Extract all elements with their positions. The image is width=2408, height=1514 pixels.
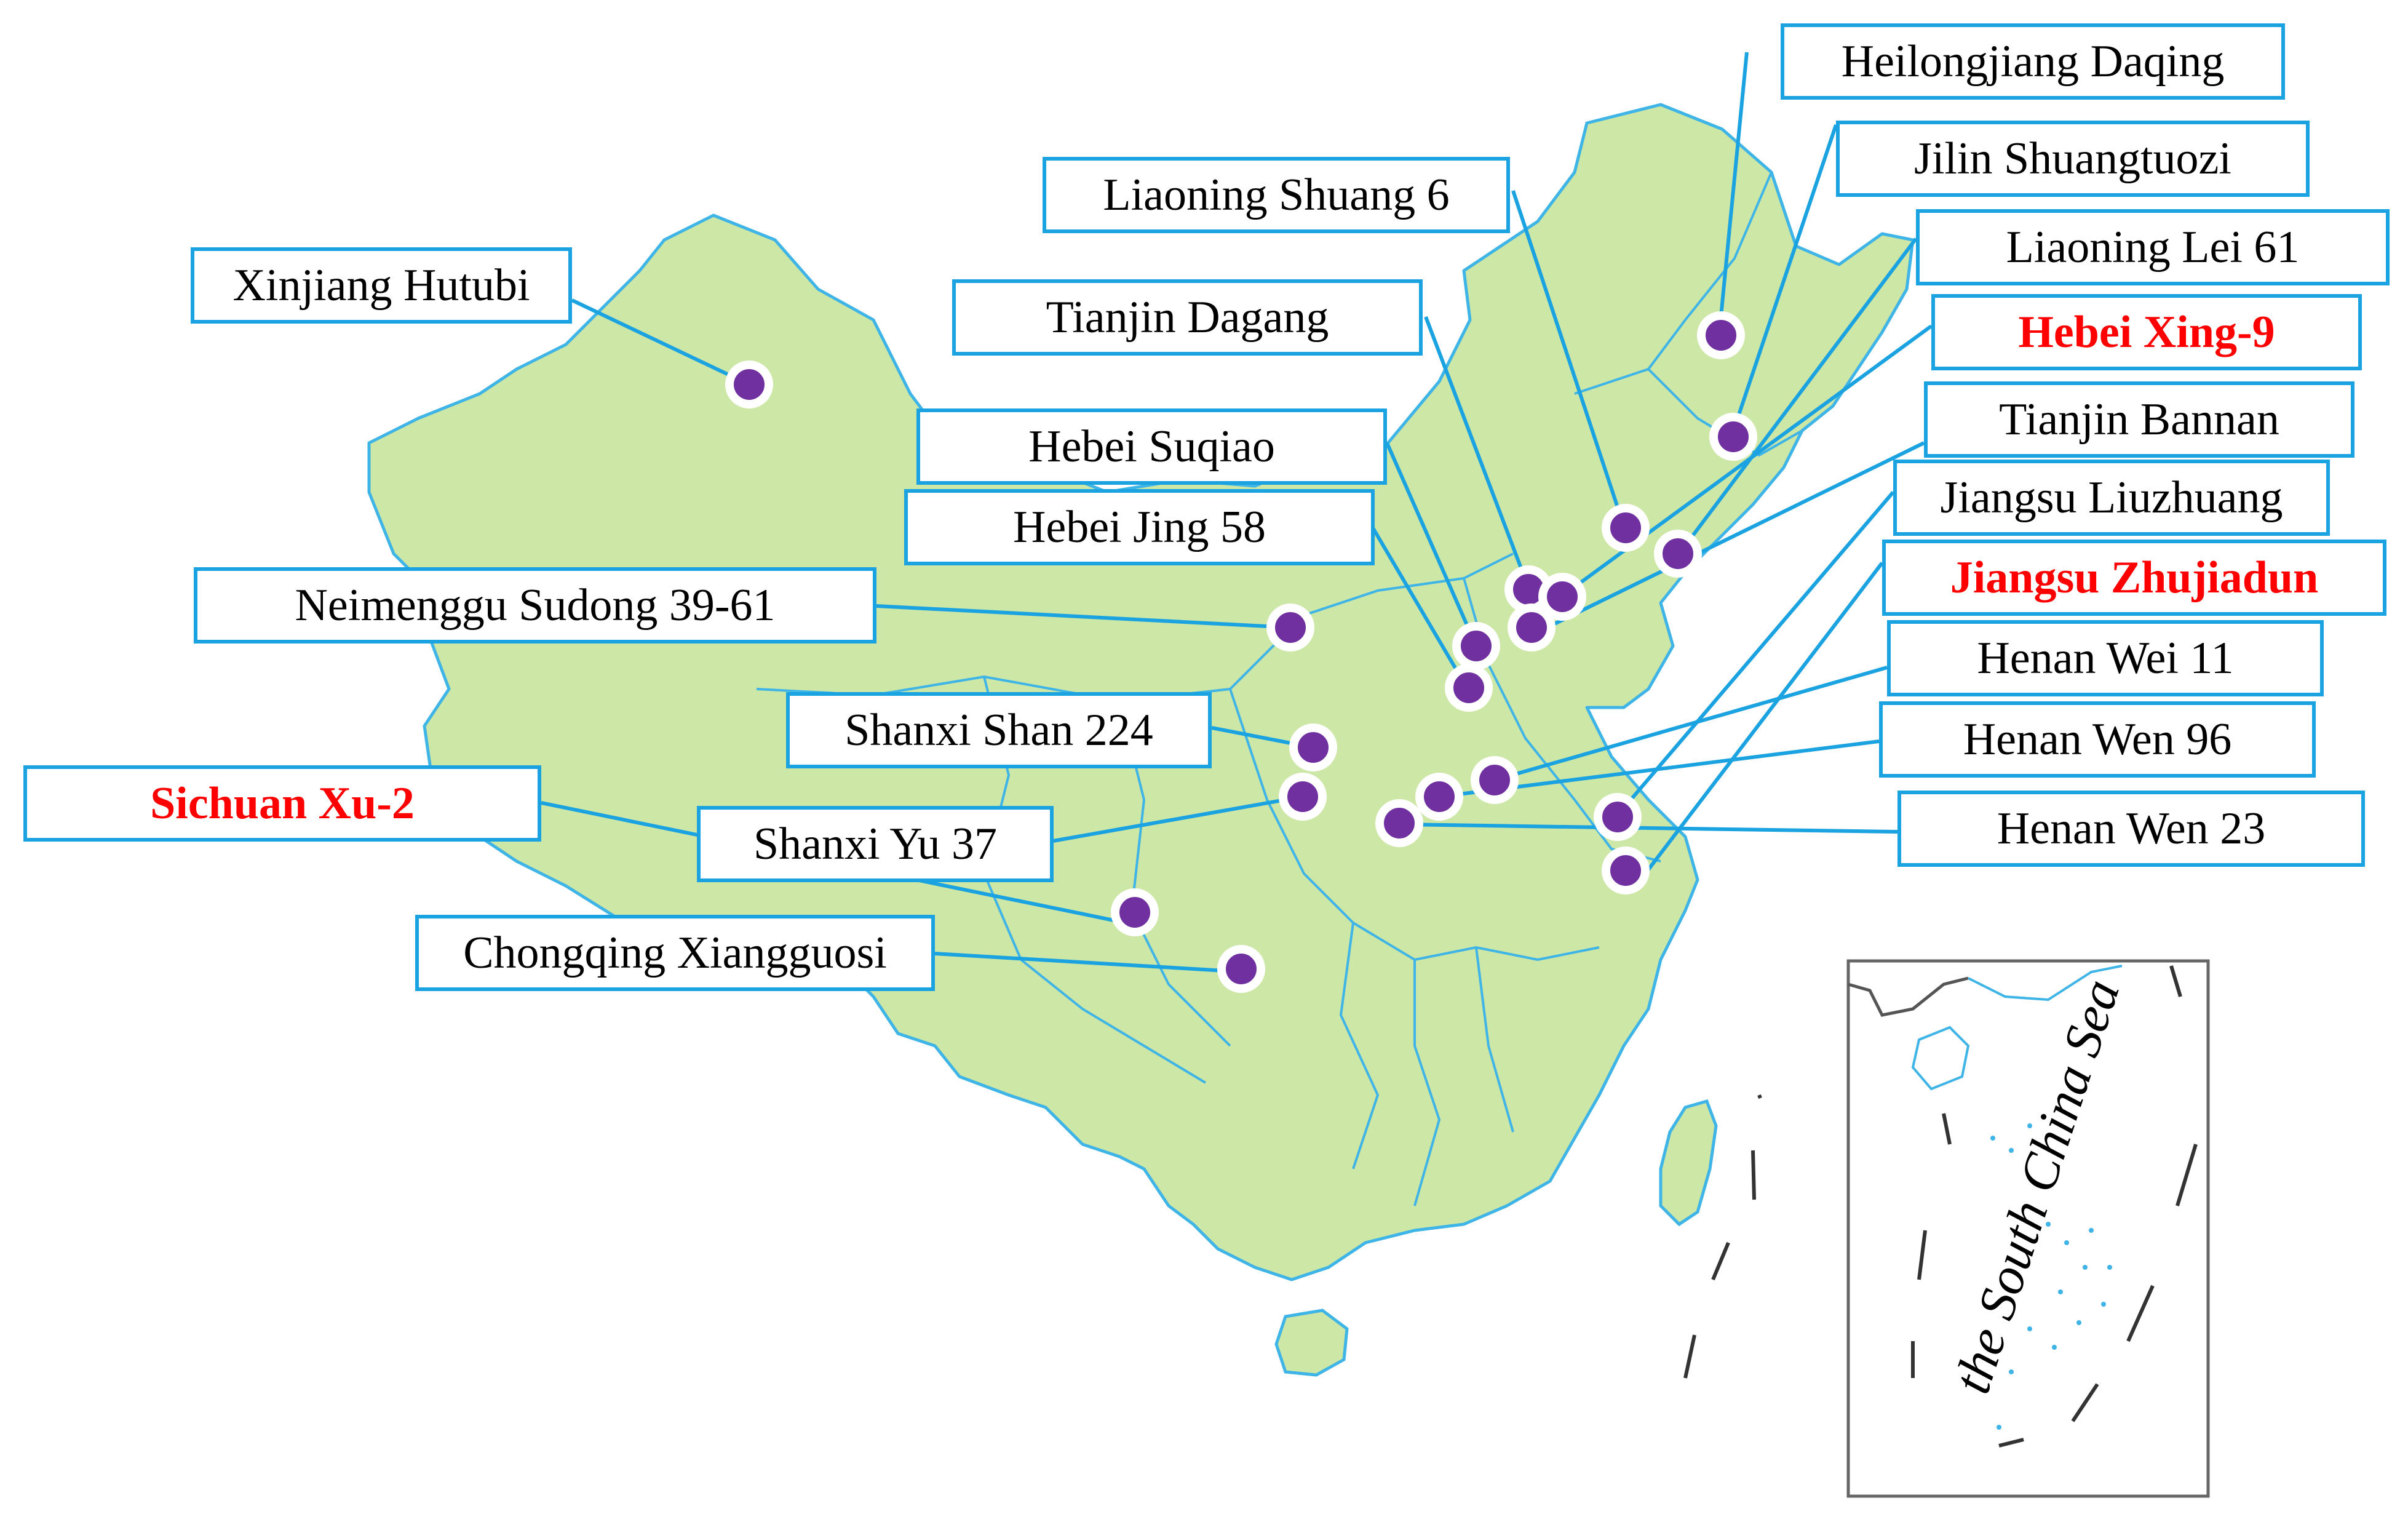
site-markers	[725, 311, 1757, 993]
label-hebei-jing-58: Hebei Jing 58	[904, 489, 1375, 565]
label-liaoning-shuang-6: Liaoning Shuang 6	[1043, 157, 1510, 233]
label-shanxi-shan-224: Shanxi Shan 224	[786, 692, 1212, 768]
site-dot	[1471, 756, 1519, 804]
label-tianjin-bannan: Tianjin Bannan	[1924, 381, 2354, 458]
label-heilongjiang-daqing: Heilongjiang Daqing	[1781, 23, 2285, 100]
taiwan	[1659, 1099, 1718, 1227]
label-jilin-shuangtuozi: Jilin Shuangtuozi	[1836, 121, 2310, 197]
site-dot	[1289, 723, 1337, 771]
label-neimenggu-sudong: Neimenggu Sudong 39-61	[194, 567, 876, 643]
site-dot	[1111, 888, 1159, 936]
site-dot	[1697, 311, 1745, 359]
south-china-sea-inset: the South China Sea	[1846, 959, 2210, 1498]
site-dot	[1602, 847, 1650, 894]
label-xinjiang-hutubi: Xinjiang Hutubi	[191, 247, 572, 324]
site-dot	[1538, 573, 1586, 621]
label-sichuan-xu-2: Sichuan Xu-2	[23, 765, 541, 842]
label-hebei-suqiao: Hebei Suqiao	[916, 408, 1387, 485]
site-dot	[1654, 530, 1702, 578]
label-henan-wen-23: Henan Wen 23	[1897, 791, 2365, 867]
site-dot	[1445, 664, 1493, 712]
dash-line	[1683, 1094, 1762, 1379]
site-dot	[1266, 604, 1314, 651]
site-dot	[1375, 799, 1423, 847]
label-henan-wei-11: Henan Wei 11	[1887, 620, 2324, 696]
site-dot	[1279, 773, 1327, 821]
hainan	[1274, 1309, 1349, 1377]
label-hebei-xing-9: Hebei Xing-9	[1931, 294, 2362, 370]
label-shanxi-yu-37: Shanxi Yu 37	[697, 806, 1054, 882]
province-borders	[756, 172, 1803, 1206]
label-henan-wen-96: Henan Wen 96	[1879, 701, 2316, 778]
label-jiangsu-zhujiadun: Jiangsu Zhujiadun	[1882, 540, 2386, 616]
site-dot	[1709, 413, 1757, 461]
site-dot	[1217, 945, 1265, 993]
label-liaoning-lei-61: Liaoning Lei 61	[1916, 209, 2390, 285]
label-tianjin-dagang: Tianjin Dagang	[952, 279, 1423, 356]
site-dot	[1594, 793, 1642, 841]
site-dot	[1415, 773, 1463, 821]
label-jiangsu-liuzhuang: Jiangsu Liuzhuang	[1893, 460, 2330, 536]
site-dot	[1508, 604, 1556, 651]
site-dot	[1602, 504, 1650, 552]
site-dot	[725, 361, 773, 408]
site-dot	[1452, 622, 1500, 670]
label-chongqing-xiangguosi: Chongqing Xiangguosi	[415, 915, 935, 991]
